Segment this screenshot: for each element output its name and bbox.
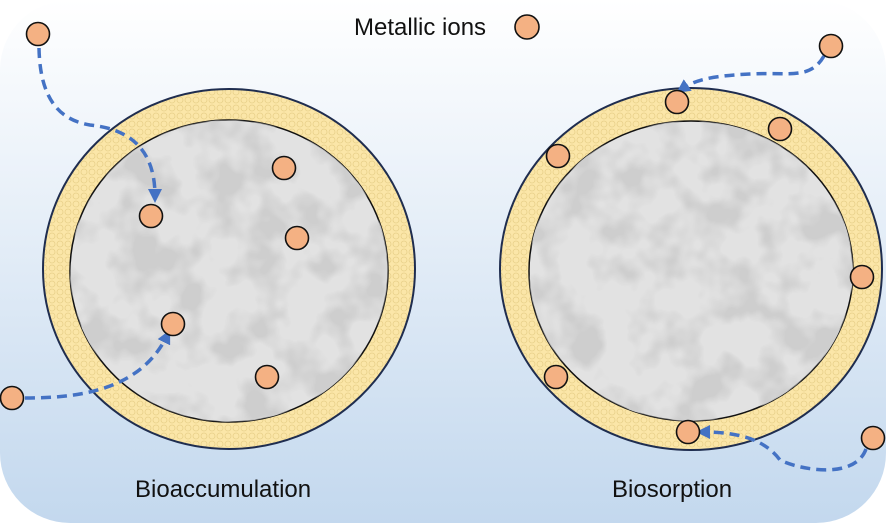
metal-ion	[25, 21, 51, 47]
metal-ion	[860, 425, 886, 451]
cell-biosorption	[499, 87, 883, 451]
arrow-ion-adsorb-top	[676, 55, 826, 93]
metal-ion	[545, 143, 571, 169]
arrow-ion-uptake-top	[37, 47, 162, 203]
legend-ion-icon	[514, 14, 540, 40]
legend-label: Metallic ions	[354, 14, 487, 41]
metal-ion	[271, 155, 297, 181]
metal-ion	[138, 203, 164, 229]
biosorption-label: Biosorption	[612, 476, 733, 503]
metal-ion	[767, 116, 793, 142]
arrow-ion-adsorb-bottom	[696, 425, 868, 472]
bioaccumulation-label: Bioaccumulation	[135, 476, 312, 503]
metal-ion	[254, 364, 280, 390]
metal-ion	[284, 225, 310, 251]
cytoplasm-texture	[70, 120, 388, 422]
metal-ion	[664, 89, 690, 115]
metal-ion	[849, 264, 875, 290]
cell-bioaccumulation	[42, 88, 416, 450]
metal-ion	[675, 419, 701, 445]
metal-ion	[818, 33, 844, 59]
metal-ion	[0, 385, 25, 411]
metal-ion	[160, 311, 186, 337]
arrow-ion-uptake-bottom	[24, 329, 171, 400]
metal-ion	[543, 364, 569, 390]
cytoplasm-texture	[529, 121, 853, 421]
